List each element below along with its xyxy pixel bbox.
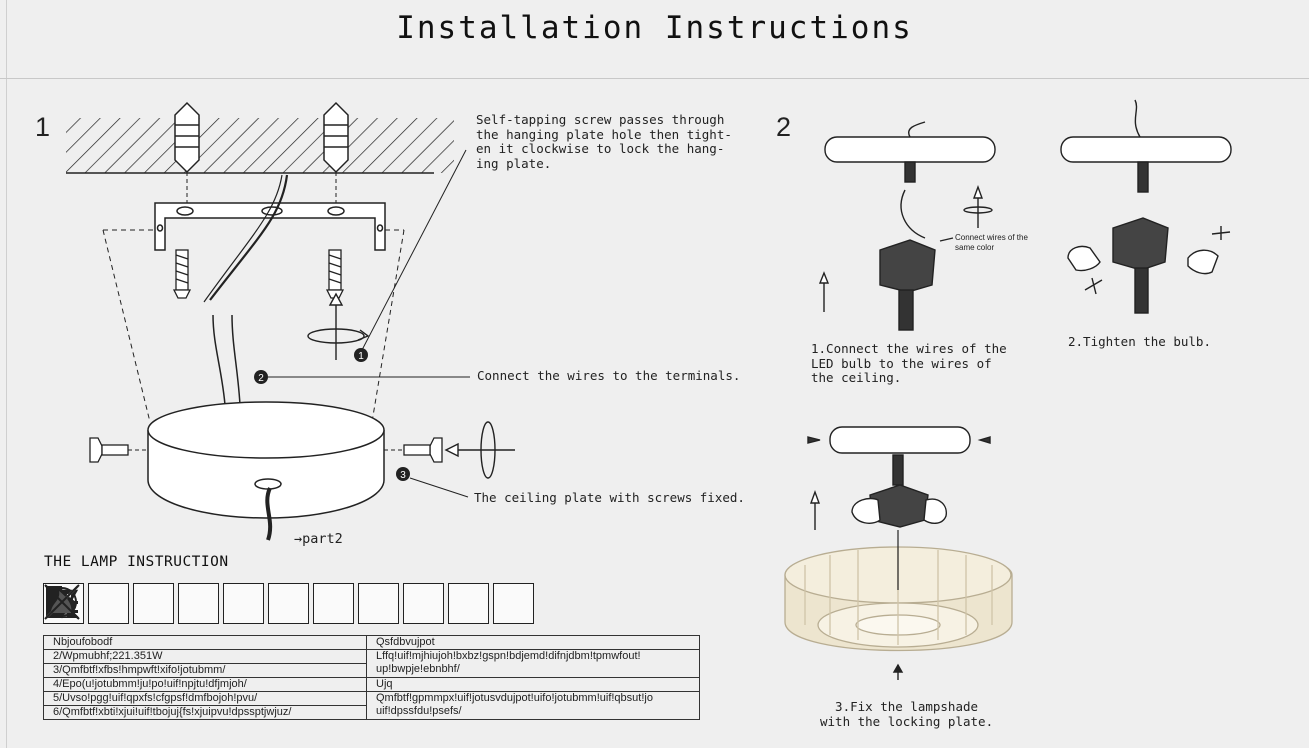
screw-right	[325, 249, 345, 299]
no-flammable-icon	[45, 583, 534, 624]
note-screw: Self-tapping screw passes through the ha…	[476, 112, 732, 171]
side-screw-right	[403, 437, 443, 463]
screw-left	[172, 249, 192, 299]
table-cell: 4/Epo(u!jotubmm!ju!po!uif!npjtu!dfjmjoh/	[43, 677, 367, 692]
table-cell: 5/Uvso!pgg!uif!qpxfs!cfgpsf!dmfbojoh!pvu…	[43, 691, 367, 706]
callout-3: 3	[400, 470, 406, 481]
no-outdoor-icon	[45, 583, 444, 624]
table-row: 2/Wpmubhf;221.351W Lffq!uif!mjhiujoh!bxb…	[43, 649, 700, 678]
class-ii-triangle-icon	[48, 583, 174, 624]
ceiling-hatch	[66, 118, 454, 174]
caption-step-2-1: 1.Connect the wires of the LED bulb to t…	[811, 341, 1007, 385]
page-header: Installation Instructions	[0, 0, 1309, 79]
table-cell: Qmfbtf!gpmmpx!uif!jotusvdujpot!uifo!jotu…	[366, 691, 700, 720]
no-bathroom-icon	[44, 583, 129, 624]
part2-link: →part2	[294, 531, 343, 547]
page-border	[6, 0, 7, 748]
wall-anchor-left	[174, 101, 200, 174]
hanging-plate	[154, 202, 386, 251]
callout-2: 2	[258, 373, 264, 384]
table-row: 4/Epo(u!jotubmm!ju!po!uif!npjtu!dfjmjoh/…	[43, 677, 700, 692]
wall-anchor-right	[323, 101, 349, 174]
table-cell: 3/Qmfbtf!xfbs!hmpwft!xifo!jotubmm/	[43, 663, 367, 678]
double-insulation-icon	[51, 583, 309, 624]
table-row: Nbjoufobodf Qsfdbvujpot	[43, 635, 700, 650]
lampshade-assembly	[807, 426, 991, 680]
page-title: Installation Instructions	[396, 10, 913, 46]
safety-icon-row	[43, 583, 534, 624]
no-dimmer-icon	[45, 583, 399, 624]
caption-step-2-2: 2.Tighten the bulb.	[1068, 334, 1211, 349]
table-cell: Qsfdbvujpot	[366, 635, 700, 650]
table-row: 5/Uvso!pgg!uif!qpxfs!cfgpsf!dmfbojoh!pvu…	[43, 691, 700, 720]
bulb-assembly-1	[818, 121, 996, 331]
rotate-arrow	[307, 292, 370, 360]
table-cell: 6/Qmfbtf!xbti!xjui!uif!tbojuj{fs!xjuipvu…	[43, 705, 367, 720]
table-cell: Ujq	[366, 677, 700, 692]
wire-color-note: Connect wires of the same color	[955, 233, 1028, 252]
class-iii-triangle-icon	[45, 583, 219, 624]
table-row: 6/Qmfbtf!xbti!xjui!uif!tbojuj{fs!xjuipvu…	[43, 705, 700, 720]
earth-ground-icon	[47, 583, 264, 624]
lamp-instruction-heading: THE LAMP INSTRUCTION	[44, 554, 229, 570]
ceiling-canopy	[147, 401, 385, 519]
spec-table: Nbjoufobodf Qsfdbvujpot 2/Wpmubhf;221.35…	[43, 635, 700, 720]
callout-1: 1	[358, 351, 364, 362]
push-arrow	[444, 421, 515, 479]
bulb-assembly-2	[1060, 99, 1232, 314]
table-cell: Lffq!uif!mjhiujoh!bxbz!gspn!bdjemd!difnj…	[366, 649, 700, 678]
table-cell: 2/Wpmubhf;221.351W	[43, 649, 367, 664]
table-cell: Nbjoufobodf	[43, 635, 367, 650]
no-high-temp-icon	[45, 583, 489, 624]
step-1-number: 1	[35, 112, 51, 142]
caption-step-2-3: 3.Fix the lampshade with the locking pla…	[820, 699, 994, 729]
side-screw-left	[89, 437, 129, 463]
not-covered-icon	[46, 583, 354, 624]
step-2-number: 2	[776, 112, 792, 142]
note-plate: The ceiling plate with screws fixed.	[474, 490, 745, 505]
note-wires: Connect the wires to the terminals.	[477, 368, 741, 383]
